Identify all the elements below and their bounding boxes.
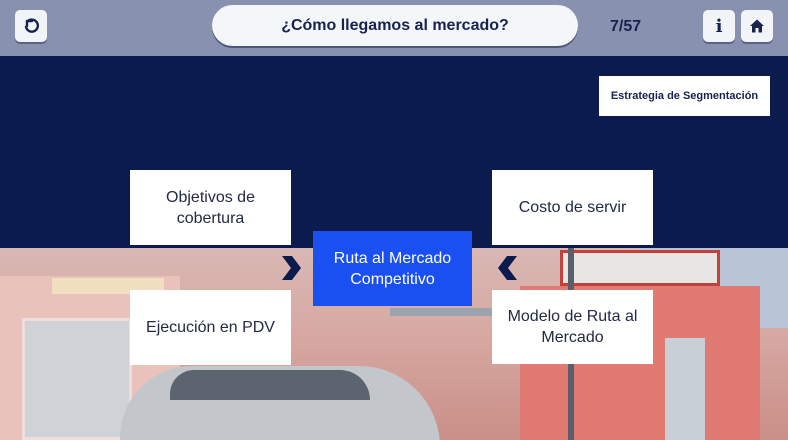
page-title-text: ¿Cómo llegamos al mercado? <box>281 16 509 34</box>
pos-execution-box[interactable]: Ejecución en PDV <box>130 290 291 365</box>
cost-to-serve-box[interactable]: Costo de servir <box>492 170 653 245</box>
page-counter: 7/57 <box>610 18 642 35</box>
home-button[interactable] <box>741 10 773 42</box>
page-title: ¿Cómo llegamos al mercado? <box>212 5 578 46</box>
segmentation-strategy-label: Estrategia de Segmentación <box>599 76 770 116</box>
coverage-objectives-box[interactable]: Objetivos de cobertura <box>130 170 291 245</box>
info-icon: i <box>715 15 723 37</box>
home-icon <box>750 19 764 33</box>
top-bar: ¿Cómo llegamos al mercado? 7/57 i <box>0 0 788 56</box>
competitive-route-text: Ruta al Mercado Competitivo <box>333 249 452 288</box>
chevron-right-icon <box>282 256 301 280</box>
back-button[interactable] <box>15 10 47 42</box>
route-model-text: Modelo de Ruta al Mercado <box>507 308 638 346</box>
info-button[interactable]: i <box>703 10 735 42</box>
chevron-left-icon <box>498 256 517 280</box>
coverage-objectives-text: Objetivos de cobertura <box>166 188 255 227</box>
back-arrow-icon <box>24 18 40 33</box>
competitive-route-box[interactable]: Ruta al Mercado Competitivo <box>313 231 472 306</box>
pos-execution-text: Ejecución en PDV <box>146 319 275 336</box>
route-model-box[interactable]: Modelo de Ruta al Mercado <box>492 290 653 364</box>
cost-to-serve-text: Costo de servir <box>518 199 627 216</box>
